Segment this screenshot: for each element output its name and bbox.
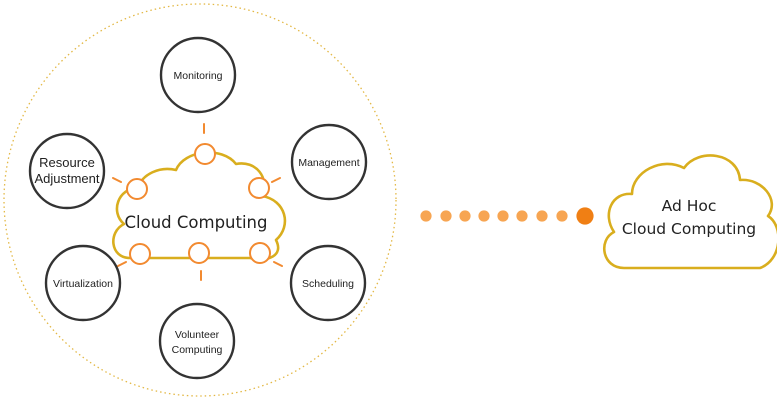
system-boundary — [3, 3, 397, 397]
node-monitoring-label: Monitoring — [173, 70, 222, 82]
ring-scheduling — [249, 242, 271, 264]
link-dot — [516, 210, 528, 222]
link-dot — [478, 210, 490, 222]
connector-dashes — [112, 123, 283, 281]
link-dot — [459, 210, 471, 222]
dotted-link — [420, 207, 594, 225]
connector-rings — [126, 143, 271, 265]
node-resource-adjustment: Resource Adjustment — [28, 132, 106, 210]
node-resource-label-line1: Resource — [39, 155, 95, 170]
link-dot — [420, 210, 432, 222]
link-dot — [556, 210, 568, 222]
ring-volunteer — [188, 242, 210, 264]
node-volunteer-label-line2: Computing — [172, 344, 223, 356]
node-management: Management — [290, 123, 368, 201]
node-scheduling-label: Scheduling — [302, 278, 354, 290]
link-dot — [536, 210, 548, 222]
link-dot — [497, 210, 509, 222]
ad-hoc-label-line2: Cloud Computing — [622, 220, 756, 238]
ring-monitoring — [194, 143, 216, 165]
dash-resource-adjustment — [112, 177, 122, 183]
node-monitoring: Monitoring — [159, 36, 237, 114]
node-virtualization: Virtualization — [44, 244, 122, 322]
dash-scheduling — [273, 261, 283, 267]
node-resource-label-line2: Adjustment — [34, 171, 99, 186]
node-virtualization-label: Virtualization — [53, 278, 113, 290]
cloud-computing-label: Cloud Computing — [125, 213, 268, 232]
node-scheduling: Scheduling — [289, 244, 367, 322]
dash-virtualization — [117, 261, 127, 267]
node-volunteer-computing: Volunteer Computing — [158, 302, 236, 380]
ring-virtualization — [129, 243, 151, 265]
ring-management — [248, 177, 270, 199]
node-volunteer-label-line1: Volunteer — [175, 329, 220, 341]
ad-hoc-label-line1: Ad Hoc — [662, 197, 717, 215]
link-dot — [440, 210, 452, 222]
dash-management — [271, 177, 281, 183]
ring-resource-adjustment — [126, 178, 148, 200]
node-management-label: Management — [298, 157, 359, 169]
ad-hoc-cloud — [603, 154, 777, 270]
link-dot-end — [576, 207, 594, 225]
